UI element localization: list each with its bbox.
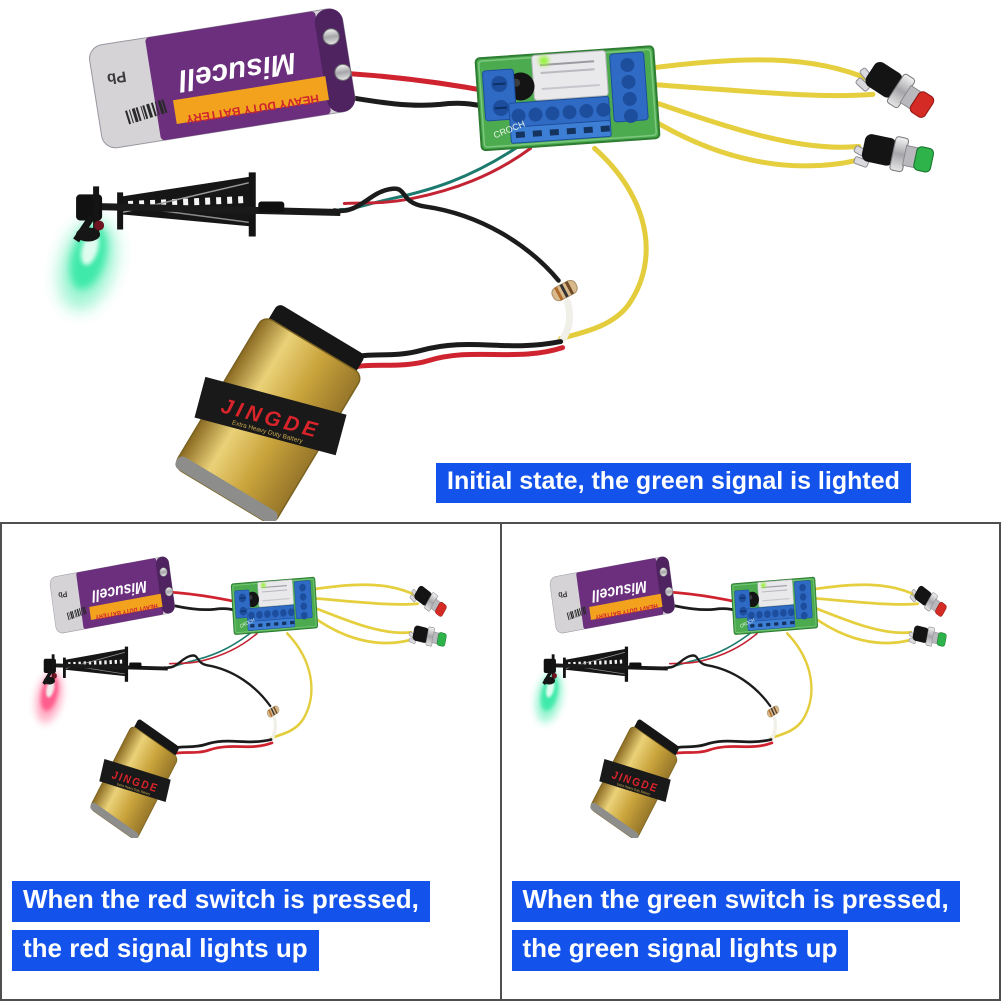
caption-green-pressed-line2: the green signal lights up: [511, 930, 849, 971]
caption-red-pressed-line2: the red signal lights up: [12, 930, 319, 971]
circuit-photo-red-pressed: [8, 552, 478, 838]
bottom-panels: When the red switch is pressed, the red …: [0, 522, 1001, 1001]
caption-red-pressed-line1: When the red switch is pressed,: [12, 881, 430, 922]
caption-green-pressed-line1: When the green switch is pressed,: [511, 881, 960, 922]
caption-initial-state: Initial state, the green signal is light…: [436, 463, 911, 503]
panel-initial-state: Initial state, the green signal is light…: [0, 0, 1001, 521]
panel-green-switch-pressed: When the green switch is pressed, the gr…: [501, 524, 999, 999]
circuit-photo-initial: [0, 0, 1001, 521]
circuit-photo-green-pressed: [508, 552, 978, 838]
panel-red-switch-pressed: When the red switch is pressed, the red …: [2, 524, 502, 999]
